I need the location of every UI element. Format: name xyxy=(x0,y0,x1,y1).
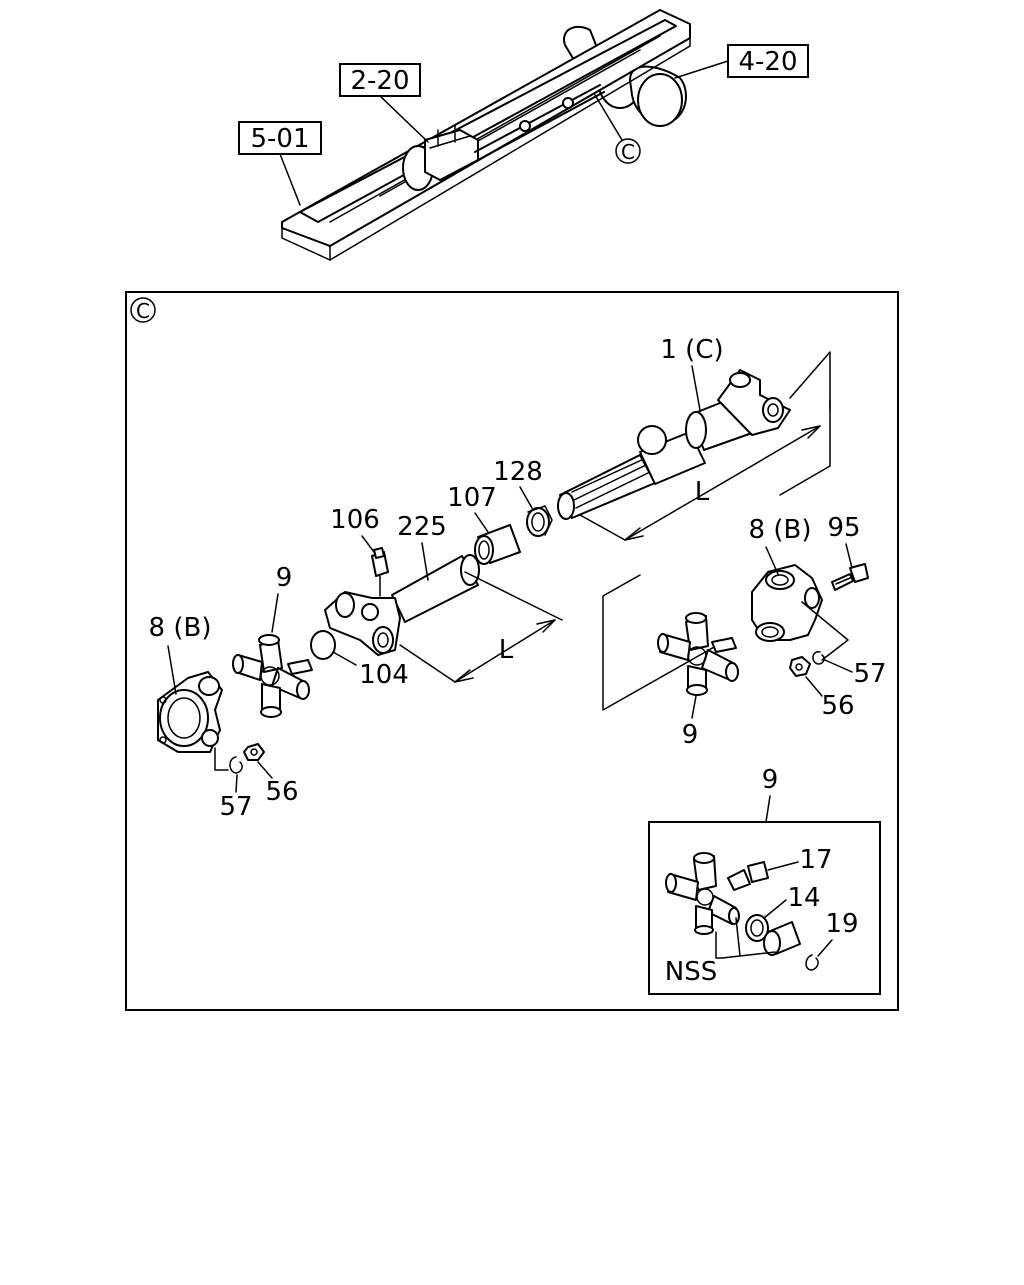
detail-frame-marker-label: C xyxy=(136,299,150,323)
inset-title: 9 xyxy=(762,765,779,795)
universal-joint-right xyxy=(657,612,739,696)
universal-joint-left xyxy=(232,634,313,718)
callout-shaft: 1 (C) xyxy=(660,335,723,365)
inset-box xyxy=(648,821,881,995)
inset-universal-joint xyxy=(665,852,740,935)
right-group-bracket xyxy=(602,574,731,711)
axle-ref-box xyxy=(727,44,809,78)
inset-bearing-cup xyxy=(763,921,801,956)
splined-shaft-yoke xyxy=(557,369,791,520)
washer-right xyxy=(812,651,825,665)
nut-left xyxy=(243,743,265,761)
callout-washer-right: 57 xyxy=(853,659,886,689)
bushing-107 xyxy=(474,524,521,565)
bolt-95 xyxy=(831,563,869,591)
detail-c-marker xyxy=(615,138,641,164)
detail-frame xyxy=(125,291,899,1011)
length-dimension-lower xyxy=(399,571,563,683)
length-label-lower: L xyxy=(499,635,514,665)
washer-left xyxy=(229,756,243,774)
inset-snap-ring xyxy=(805,954,819,971)
callout-plug-104: 104 xyxy=(359,660,409,690)
callout-seal-128: 128 xyxy=(493,457,543,487)
nut-right xyxy=(789,656,811,677)
callout-bolt-95: 95 xyxy=(827,513,860,543)
detail-frame-marker xyxy=(130,297,156,323)
inset-callout-snap-ring: 19 xyxy=(825,909,858,939)
frame-ref-label: 5-01 xyxy=(250,124,309,154)
callout-joint-left: 9 xyxy=(276,563,293,593)
callout-joint-right: 9 xyxy=(682,720,699,750)
callout-yoke-left: 8 (B) xyxy=(149,613,212,643)
inset-callout-seal: 14 xyxy=(787,883,820,913)
length-dimension-upper xyxy=(579,351,831,541)
inset-nss-leader xyxy=(715,917,776,959)
inset-seal xyxy=(745,914,769,942)
inset-callout-nipple: 17 xyxy=(799,845,832,875)
grease-nipple-106 xyxy=(371,547,389,597)
flange-yoke-left xyxy=(157,671,229,771)
tube-yoke-225 xyxy=(324,554,480,656)
seal-ring-128 xyxy=(526,505,553,537)
callout-nut-left: 56 xyxy=(265,777,298,807)
length-label-upper: L xyxy=(695,477,710,507)
chassis-overview: 5-01 2-20 4-20 C xyxy=(238,9,809,261)
callout-nipple-106: 106 xyxy=(330,505,380,535)
inset-callout-nss: NSS xyxy=(665,957,717,987)
transmission-drawing xyxy=(402,125,479,191)
leader-yoke-hardware-right xyxy=(801,601,849,661)
callout-yoke-right: 8 (B) xyxy=(749,515,812,545)
transmission-ref-label: 2-20 xyxy=(350,66,409,96)
axle-ref-label: 4-20 xyxy=(738,47,797,77)
callout-tube-225: 225 xyxy=(397,512,447,542)
callout-washer-left: 57 xyxy=(219,792,252,822)
propeller-shaft-overview xyxy=(474,84,605,161)
plug-104 xyxy=(310,630,336,660)
flange-yoke-right xyxy=(751,564,823,642)
callout-nut-right: 56 xyxy=(821,691,854,721)
chassis-frame-drawing xyxy=(281,9,691,261)
detail-c-marker-label: C xyxy=(621,140,635,164)
inset-grease-nipple xyxy=(727,861,769,891)
callout-bushing-107: 107 xyxy=(447,483,497,513)
